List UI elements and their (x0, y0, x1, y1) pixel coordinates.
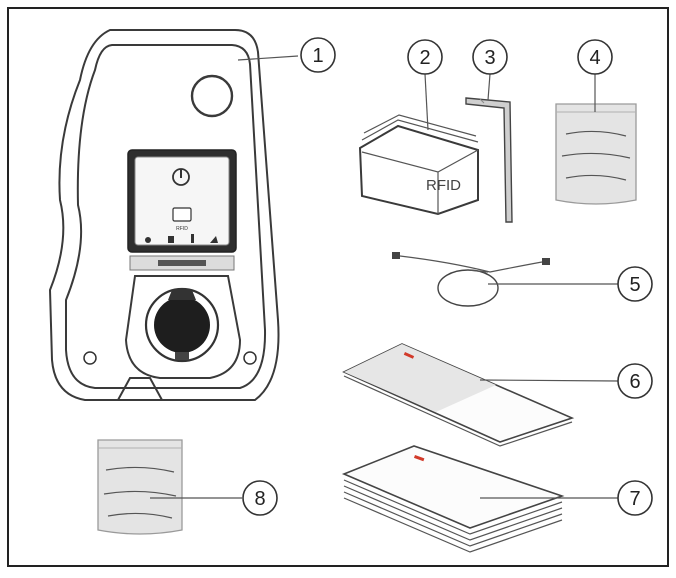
charging-socket-icon (154, 297, 210, 353)
accessory-bag-illustration (555, 103, 637, 205)
wallbox-button-icon (190, 74, 234, 118)
svg-text:2: 2 (419, 47, 430, 69)
svg-text:3: 3 (484, 47, 495, 69)
cable-illustration (392, 252, 550, 307)
svg-text:6: 6 (629, 371, 640, 393)
svg-text:7: 7 (629, 488, 640, 510)
callout-8: 8 (242, 480, 278, 516)
rfid-mark-icon (172, 207, 192, 222)
svg-text:4: 4 (589, 47, 600, 69)
svg-text:1: 1 (312, 45, 323, 67)
wallbox-illustration: RFID (48, 29, 280, 401)
diagram-frame (7, 7, 669, 567)
callout-3: 3 (472, 39, 508, 75)
svg-text:RFID: RFID (176, 226, 188, 232)
manual-illustration (342, 343, 575, 447)
svg-text:5: 5 (629, 274, 640, 296)
callout-1: 1 (300, 37, 336, 73)
callout-4: 4 (577, 39, 613, 75)
callout-6: 6 (617, 363, 653, 399)
callout-5: 5 (617, 266, 653, 302)
callout-2: 2 (407, 39, 443, 75)
allen-key-illustration (465, 97, 513, 223)
document-stack-illustration (341, 445, 565, 553)
screw-bag-illustration (97, 439, 183, 535)
rfid-card-illustration: RFID (358, 114, 479, 216)
svg-text:8: 8 (254, 488, 265, 510)
callout-7: 7 (617, 480, 653, 516)
svg-text:RFID: RFID (426, 177, 461, 194)
